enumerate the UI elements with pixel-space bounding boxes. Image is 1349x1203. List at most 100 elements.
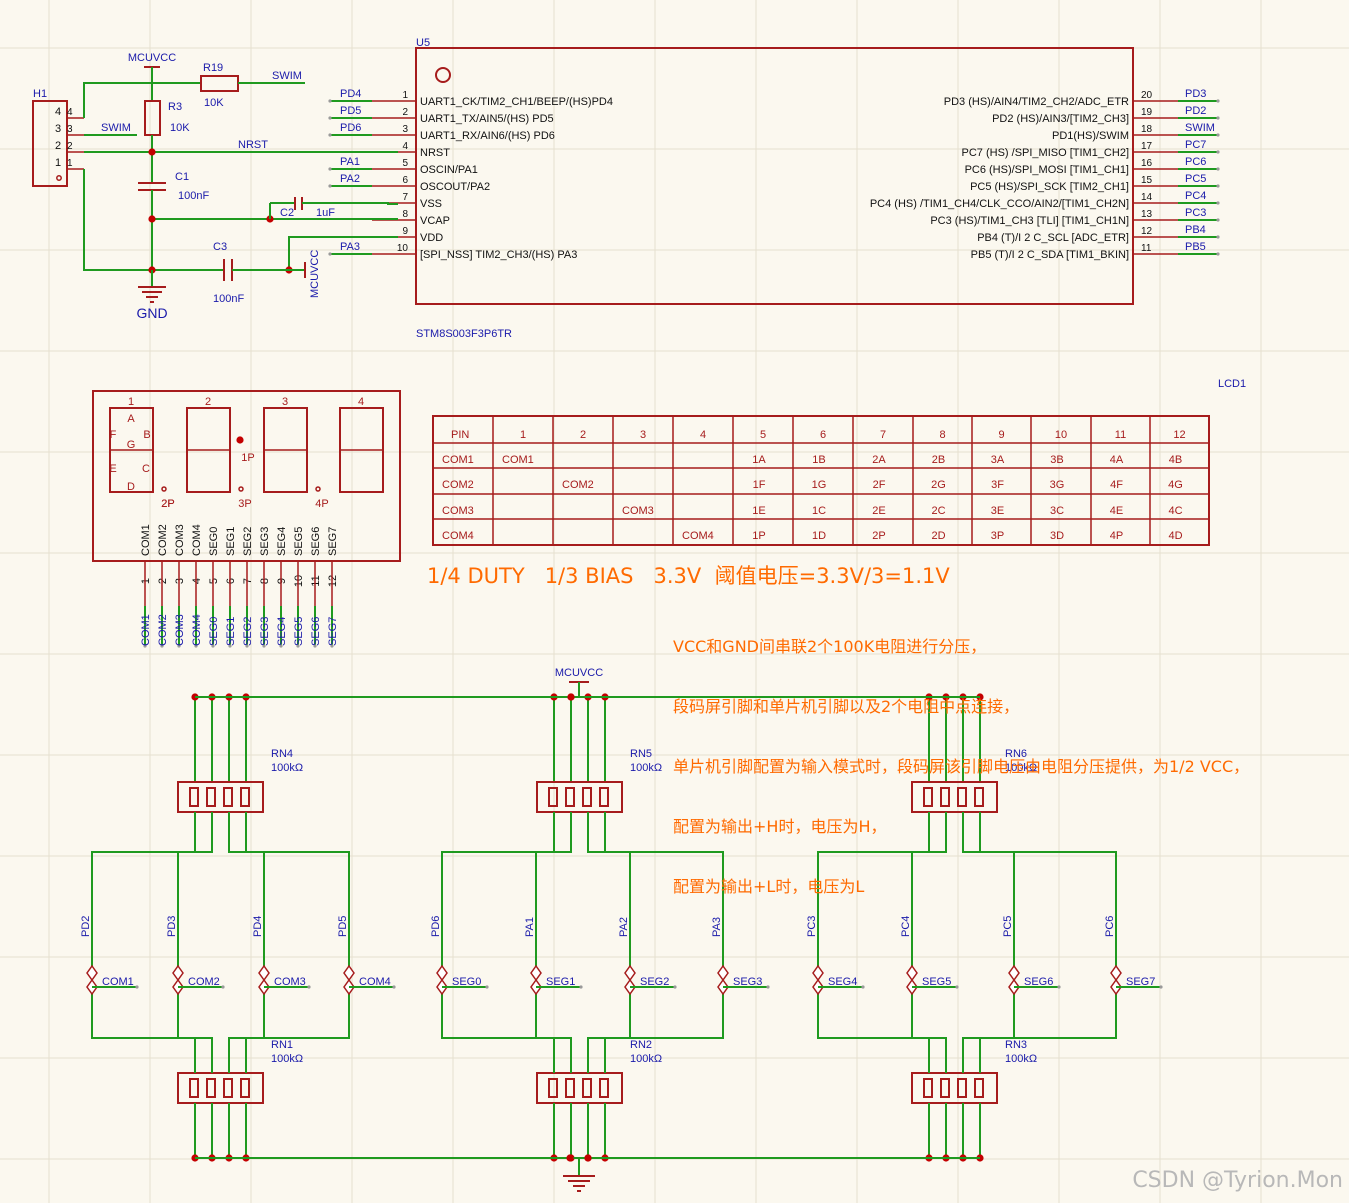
pin-table-cell: 3F xyxy=(991,479,1004,491)
mcu-pin-number: 6 xyxy=(402,175,408,186)
pin-table-cell: COM3 xyxy=(622,505,654,517)
mcu-pin-name: PB5 (T)/I 2 C_SDA [TIM1_BKIN] xyxy=(971,249,1129,261)
junction-dot xyxy=(236,436,244,444)
divider-top xyxy=(817,812,930,966)
r19-body xyxy=(200,75,239,92)
pin-table-cell: 3D xyxy=(1050,530,1064,542)
lcd-pin-number: 5 xyxy=(208,578,220,584)
net-end xyxy=(579,985,583,989)
net-label: PC6 xyxy=(1185,156,1206,168)
divider-bottom xyxy=(245,994,350,1073)
rn-element xyxy=(548,1078,558,1098)
note-line: 段码屏引脚和单片机引脚以及2个电阻中点连接， xyxy=(673,697,1020,716)
mcu-pin-name: PC5 (HS)/SPI_SCK [TIM2_CH1] xyxy=(970,181,1129,193)
divider-node-port xyxy=(1008,964,1020,996)
lcd-pin-name: SEG2 xyxy=(242,527,254,556)
net-end xyxy=(279,644,283,648)
c3-value: 100nF xyxy=(213,293,244,305)
mcu-pin-number: 17 xyxy=(1141,141,1153,152)
r3-ref: R3 xyxy=(168,101,182,113)
lcd-pin-number: 12 xyxy=(327,575,339,587)
pin-table-cell: 3P xyxy=(991,530,1004,542)
net-label: PD4 xyxy=(340,88,361,100)
divider-node-port xyxy=(172,964,184,996)
net-end xyxy=(328,252,332,256)
rn-ref: RN5 xyxy=(630,748,652,760)
header-ref: H1 xyxy=(33,88,47,100)
mcu-pin-name: VSS xyxy=(420,198,442,210)
rn-element xyxy=(223,787,233,807)
net-end xyxy=(313,644,317,648)
lcd-pin-name: COM2 xyxy=(157,524,169,556)
pin-table-header-cell: 12 xyxy=(1173,429,1185,441)
header-pin-number-inner: 2 xyxy=(67,141,73,152)
net-end xyxy=(328,99,332,103)
mcu-pin-number: 13 xyxy=(1141,209,1153,220)
lcd-pin-name: SEG7 xyxy=(327,527,339,556)
r19-value: 10K xyxy=(204,97,224,109)
rn-element xyxy=(240,787,250,807)
rn-ref: RN2 xyxy=(630,1039,652,1051)
lcd-point-label: 2P xyxy=(161,498,174,510)
divider-lcd-net: SEG0 xyxy=(452,976,481,988)
lcd-dp xyxy=(161,486,167,492)
pin-table-cell: COM1 xyxy=(502,454,534,466)
pin-table-header-cell: 4 xyxy=(700,429,706,441)
lcd-net-label: COM1 xyxy=(140,614,152,646)
pin-table-header-cell: 8 xyxy=(939,429,945,441)
pin-table-cell: 2G xyxy=(931,479,946,491)
net-end xyxy=(177,644,181,648)
pin-table-header-cell: 10 xyxy=(1055,429,1067,441)
mcu-pin-number: 5 xyxy=(402,158,408,169)
rn-value: 100kΩ xyxy=(271,762,303,774)
seg-letter: G xyxy=(127,439,136,451)
lcd-point-label: 3P xyxy=(238,498,251,510)
wire xyxy=(302,202,398,205)
divider-node-port xyxy=(258,964,270,996)
pin-table-cell: 4F xyxy=(1110,479,1123,491)
lcd-net-label: SEG1 xyxy=(225,617,237,646)
mcu-pin-name: PC7 (HS) /SPI_MISO [TIM1_CH2] xyxy=(962,147,1129,159)
pin-table-header-cell: 6 xyxy=(820,429,826,441)
lcd-point-label: 4P xyxy=(315,498,328,510)
net-label: PC5 xyxy=(1185,173,1206,185)
rn-element xyxy=(923,1078,933,1098)
rn-element xyxy=(565,787,575,807)
mcu-ref: U5 xyxy=(416,37,430,49)
lcd-pin-name: SEG5 xyxy=(293,527,305,556)
pin-table-header-cell: 3 xyxy=(640,429,646,441)
rn-ref: RN3 xyxy=(1005,1039,1027,1051)
pin-table-cell: 3C xyxy=(1050,505,1064,517)
divider-top xyxy=(245,812,350,966)
net-label: SWIM xyxy=(1185,122,1215,134)
mcu-pin-name: PD3 (HS)/AIN4/TIM2_CH2/ADC_ETR xyxy=(944,96,1129,108)
header-pin-number: 1 xyxy=(55,157,61,169)
pin-table-cell: COM2 xyxy=(562,479,594,491)
pin-table-cell: 4C xyxy=(1168,505,1182,517)
divider-mcu-net: PD2 xyxy=(80,916,92,937)
lcd-digit-number: 1 xyxy=(128,396,134,408)
lcd-net-label: SEG0 xyxy=(208,617,220,646)
pin-table-header-cell: PIN xyxy=(451,429,469,441)
lcd-pin-number: 8 xyxy=(259,578,271,584)
rn-element xyxy=(206,787,216,807)
header-pin1-mark xyxy=(56,175,62,181)
pin-table-cell: 1F xyxy=(753,479,766,491)
divider-lcd-net: COM1 xyxy=(102,976,134,988)
bias-headline: 1/4 DUTY 1/3 BIAS 3.3V 阈值电压=3.3V/3=1.1V xyxy=(427,564,950,588)
rn-value: 100kΩ xyxy=(630,1053,662,1065)
pin-table-cell: 3G xyxy=(1050,479,1065,491)
divider-lcd-net: SEG6 xyxy=(1024,976,1053,988)
lcd-pin-number: 1 xyxy=(140,578,152,584)
rn-value: 100kΩ xyxy=(1005,1053,1037,1065)
mcu-pin-name: UART1_CK/TIM2_CH1/BEEP/(HS)PD4 xyxy=(420,96,613,108)
lcd-net-label: COM2 xyxy=(157,614,169,646)
mcu-pin-name: VCAP xyxy=(420,215,450,227)
divider-lcd-net: COM4 xyxy=(359,976,391,988)
net-end xyxy=(766,985,770,989)
rn-element xyxy=(599,787,609,807)
rn-element xyxy=(599,1078,609,1098)
pin-table-cell: COM1 xyxy=(442,454,474,466)
rn-bottom-body xyxy=(536,1072,623,1104)
